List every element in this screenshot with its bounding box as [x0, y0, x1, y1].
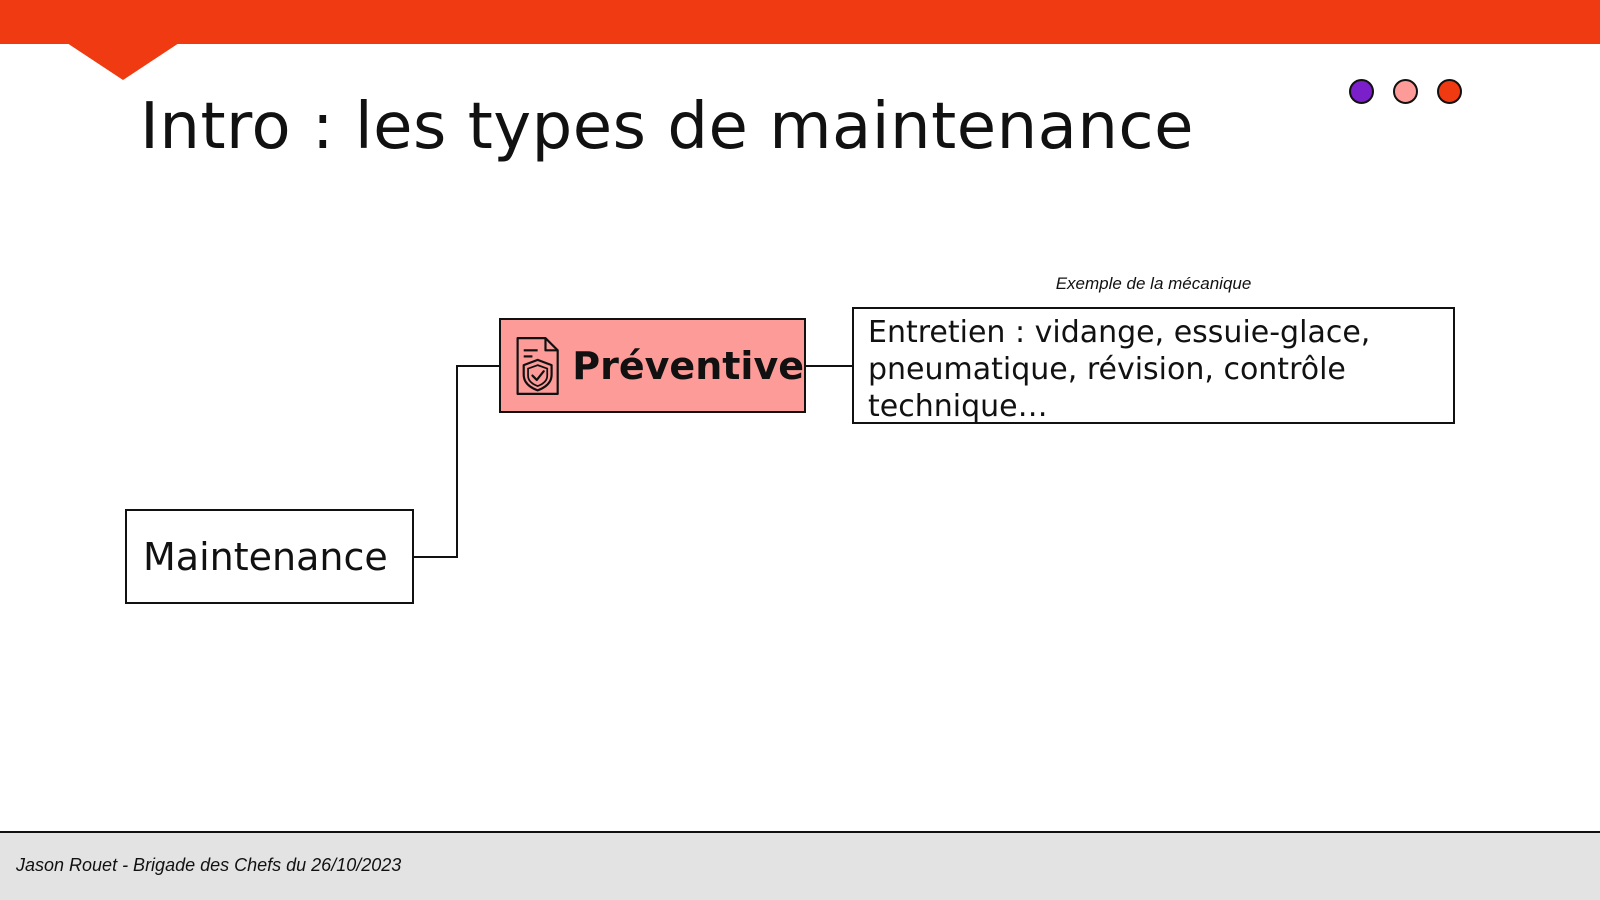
orange-dot — [1437, 79, 1462, 104]
footer-text: Jason Rouet - Brigade des Chefs du 26/10… — [16, 855, 402, 875]
maintenance-label: Maintenance — [143, 534, 388, 579]
slide-title: Intro : les types de maintenance — [140, 90, 1194, 164]
footer-bar: Jason Rouet - Brigade des Chefs du 26/10… — [0, 831, 1600, 900]
top-notch-shape — [67, 43, 179, 80]
shield-document-icon — [516, 336, 559, 395]
purple-dot — [1349, 79, 1374, 104]
preventive-label: Préventive — [572, 343, 804, 388]
pink-dot — [1393, 79, 1418, 104]
maintenance-node: Maintenance — [125, 509, 414, 604]
decorative-dots — [1349, 79, 1462, 104]
example-caption: Exemple de la mécanique — [1055, 274, 1252, 293]
example-box: Entretien : vidange, essuie-glace, pneum… — [852, 307, 1455, 424]
preventive-node: Préventive — [499, 318, 806, 413]
top-accent-bar — [0, 0, 1600, 44]
example-text: Entretien : vidange, essuie-glace, pneum… — [868, 315, 1371, 424]
